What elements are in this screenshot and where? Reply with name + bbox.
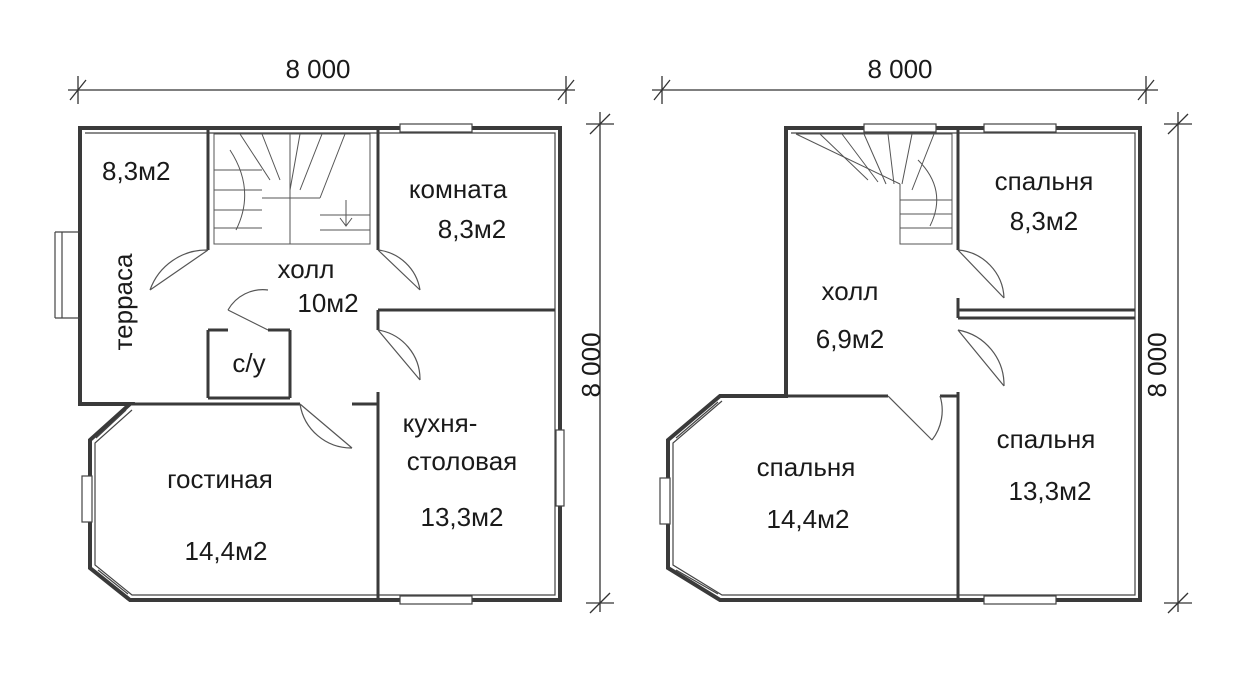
- terrace-steps: [54, 231, 80, 319]
- bedroom-right-area-label: 13,3м2: [1009, 476, 1092, 506]
- upper-floor-plan: 8 000 8 000: [652, 54, 1192, 614]
- upper-height-label: 8 000: [1142, 332, 1172, 397]
- ground-staircase: [213, 133, 371, 245]
- ground-height-dimension: 8 000: [576, 112, 614, 614]
- room-name-label: комната: [409, 174, 508, 204]
- upper-window-left: [659, 477, 671, 525]
- upper-interior-walls: [786, 128, 1135, 600]
- upper-hall-name-label: холл: [822, 276, 879, 306]
- ground-window-top: [399, 123, 473, 133]
- upper-window-top-left: [863, 123, 937, 133]
- upper-staircase: [795, 133, 953, 245]
- terrace-name-label: терраса: [108, 253, 138, 350]
- upper-doors: [887, 249, 1005, 441]
- upper-window-top-right: [983, 123, 1057, 133]
- wc-name-label: с/у: [232, 348, 265, 378]
- hall-area-label: 10м2: [297, 288, 358, 318]
- ground-floor-plan: 8 000 8 000: [54, 54, 614, 614]
- living-name-label: гостиная: [167, 464, 273, 494]
- bedroom-top-name-label: спальня: [995, 166, 1094, 196]
- kitchen-area-label: 13,3м2: [421, 502, 504, 532]
- ground-height-label: 8 000: [576, 332, 606, 397]
- upper-height-dimension: 8 000: [1142, 112, 1192, 614]
- upper-width-dimension: 8 000: [652, 54, 1158, 104]
- upper-hall-area-label: 6,9м2: [816, 324, 884, 354]
- ground-window-right: [555, 429, 565, 507]
- terrace-area-label: 8,3м2: [102, 156, 170, 186]
- kitchen-name-label-2: столовая: [407, 446, 518, 476]
- bedroom-top-area-label: 8,3м2: [1010, 206, 1078, 236]
- upper-width-label: 8 000: [867, 54, 932, 84]
- ground-interior-walls: [90, 128, 555, 600]
- bedroom-right-name-label: спальня: [997, 424, 1096, 454]
- bedroom-left-name-label: спальня: [757, 452, 856, 482]
- bedroom-left-area-label: 14,4м2: [767, 504, 850, 534]
- ground-width-label: 8 000: [285, 54, 350, 84]
- hall-name-label: холл: [278, 254, 335, 284]
- living-area-label: 14,4м2: [185, 536, 268, 566]
- room-area-label: 8,3м2: [438, 214, 506, 244]
- kitchen-name-label-1: кухня-: [403, 408, 478, 438]
- ground-doors: [149, 249, 421, 449]
- ground-width-dimension: 8 000: [68, 54, 575, 104]
- upper-outer-wall: [666, 126, 1142, 602]
- ground-window-left: [81, 475, 93, 523]
- ground-window-bottom: [399, 595, 473, 605]
- upper-window-bottom: [983, 595, 1057, 605]
